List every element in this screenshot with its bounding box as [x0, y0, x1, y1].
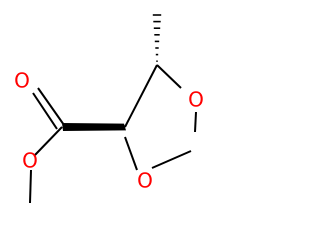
bond-ch2-o3: [151, 150, 192, 169]
bond-c-oester: [34, 126, 63, 156]
bond-carbonyl-2: [32, 92, 58, 130]
methyl-hashed-wedge-bond: [152, 14, 162, 63]
molecule-structure: O O O O: [14, 14, 204, 204]
bond-c5-o1: [156, 64, 182, 89]
dioxolane-ring-bonds: [124, 64, 197, 171]
bond-oester-methyl: [29, 169, 32, 204]
bond-c4-c5: [124, 64, 158, 128]
bond-o3-c4: [124, 136, 138, 171]
ester-bonds: [29, 87, 65, 204]
ring-oxygen-top-label: O: [188, 88, 204, 112]
bond-o1-ch2: [194, 111, 197, 133]
carbonyl-oxygen-label: O: [14, 69, 30, 93]
ring-oxygen-bottom-label: O: [137, 169, 153, 193]
ester-oxygen-label: O: [22, 149, 38, 173]
bond-carbonyl-1: [37, 87, 65, 126]
ester-solid-wedge-bond: [62, 123, 126, 131]
